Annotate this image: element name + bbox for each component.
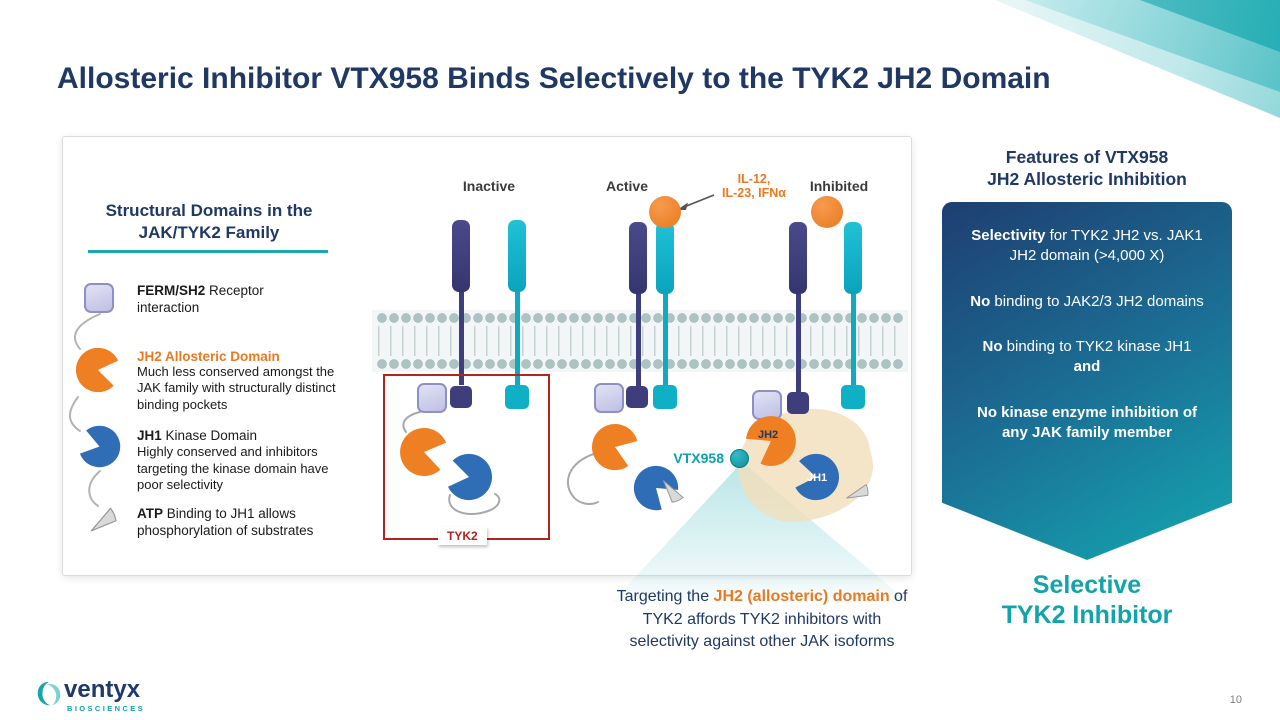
slide-title: Allosteric Inhibitor VTX958 Binds Select… (57, 62, 1051, 95)
ferm-text: Receptor interaction (137, 283, 264, 316)
vtx958-molecule-icon (730, 449, 749, 468)
feature-item-kinase: No kinase enzyme inhibition of any JAK f… (968, 403, 1206, 443)
feature-bold: No kinase enzyme inhibition of any JAK f… (976, 403, 1198, 441)
caption-pre: Targeting the (616, 588, 714, 605)
chain-curve-icon (402, 411, 421, 433)
feature-text: binding to TYK2 kinase JH1 (1002, 338, 1192, 356)
cytokine-line1: IL-12, (737, 172, 771, 186)
state-label-inactive: Inactive (462, 178, 516, 194)
logo-subtitle: BIOSCIENCES (67, 704, 146, 713)
legend-item-atp: ATP Binding to JH1 allows phosphorylatio… (137, 505, 337, 540)
diagram-caption: Targeting the JH2 (allosteric) domain of… (608, 586, 916, 654)
receptor-stem (458, 290, 464, 385)
receptor-bar-navy (789, 222, 807, 294)
caption-highlight: JH2 (allosteric) domain (713, 588, 890, 605)
legend-item-ferm: FERM/SH2 Receptor interaction (137, 282, 327, 317)
feature-bold: Selectivity (971, 227, 1046, 244)
cytokine-label: IL-12, IL-23, IFNα (712, 172, 796, 201)
receptor-bar-teal (844, 222, 862, 294)
receptor-bar-navy (629, 222, 647, 294)
receptor-bar-teal (656, 222, 674, 294)
legend-item-jh2: JH2 Allosteric Domain Much less conserve… (137, 349, 342, 413)
receptor-tail-square-navy (787, 392, 809, 414)
legend-heading-line2: JAK/TYK2 Family (138, 223, 280, 243)
state-label-inhibited: Inhibited (809, 178, 869, 194)
ferm-sh2-square (417, 383, 447, 413)
ventyx-logo-icon (37, 681, 61, 706)
jh1-domain-icon (795, 453, 840, 500)
feature-bold: No (982, 338, 1003, 356)
receptor-tail-square-navy (450, 386, 472, 408)
jh1-domain-icon (79, 425, 121, 468)
jh2-domain-icon (75, 347, 119, 393)
feature-text: binding to JAK2/3 JH2 domains (990, 292, 1204, 310)
ferm-label: FERM/SH2 (137, 283, 206, 298)
features-heading-line2: JH2 Allosteric Inhibition (987, 169, 1187, 190)
atp-text: Binding to JH1 allows phosphorylation of… (137, 506, 314, 539)
tyk2-box-label: TYK2 (438, 527, 487, 545)
feature-item-selectivity: Selectivity for TYK2 JH2 vs. JAK1 JH2 do… (968, 226, 1206, 266)
cytokine-ball-icon (649, 196, 681, 228)
selective-tyk2-inhibitor: Selective TYK2 Inhibitor (957, 570, 1217, 630)
vtx958-label: VTX958 (673, 450, 724, 466)
feature-text: for TYK2 JH2 vs. JAK1 JH2 domain (>4,000… (1009, 227, 1203, 264)
jh2-domain-icon (400, 428, 447, 476)
receptor-bar-navy (452, 220, 470, 292)
cytokine-line2: IL-23, IFNα (722, 186, 786, 201)
ferm-sh2-square (752, 390, 782, 420)
legend-heading-line1: Structural Domains in the (105, 201, 313, 220)
ferm-sh2-square (594, 383, 624, 413)
feature-bold: No (970, 292, 991, 310)
receptor-tail-square-navy (626, 386, 648, 408)
atp-icon (90, 507, 117, 532)
jh1-domain-label: JH1 (807, 472, 828, 484)
feature-item-jh1: No binding to TYK2 kinase JH1 and (968, 337, 1206, 377)
receptor-tail-square-teal (653, 385, 677, 409)
chain-curve-icon (448, 493, 501, 515)
cytokine-ball-icon (811, 196, 843, 228)
legend-item-jh1: JH1 Kinase Domain Highly conserved and i… (137, 427, 342, 493)
receptor-stem (662, 292, 668, 385)
logo-name: ventyx (64, 676, 141, 703)
legend-chain-icon (69, 313, 101, 507)
chain-curve-icon (567, 451, 601, 505)
jh2-title: JH2 Allosteric Domain (137, 349, 280, 364)
legend-underline (88, 250, 328, 253)
features-panel: Selectivity for TYK2 JH2 vs. JAK1 JH2 do… (942, 202, 1232, 560)
jh2-domain-icon (746, 416, 796, 466)
jh2-desc: Much less conserved amongst the JAK fami… (137, 364, 336, 412)
receptor-stem (795, 294, 801, 392)
receptor-stem (514, 290, 520, 385)
receptor-tail-square-teal (841, 385, 865, 409)
receptor-stem (635, 292, 641, 386)
feature-item-jak23: No binding to JAK2/3 JH2 domains (970, 292, 1203, 312)
jh2-domain-icon (591, 423, 638, 471)
receptor-stem (850, 294, 856, 386)
jh1-label: JH1 (137, 428, 162, 443)
state-label-active: Active (605, 178, 649, 194)
jh1-domain-icon (633, 465, 679, 511)
atp-icon (663, 480, 684, 503)
tyk2-highlight-box (383, 374, 550, 540)
receptor-tail-square-teal (505, 385, 529, 409)
legend-heading: Structural Domains in the JAK/TYK2 Famil… (79, 200, 339, 244)
caption-post: of TYK2 affords TYK2 inhibitors with sel… (629, 588, 908, 651)
jh2-domain-label: JH2 (758, 429, 779, 441)
footer-line1: Selective (1032, 571, 1142, 599)
ferm-sh2-icon (84, 283, 114, 313)
jh1-domain-icon (448, 453, 493, 501)
feature-bold2: and (1073, 358, 1101, 376)
atp-label: ATP (137, 506, 163, 521)
features-heading-line1: Features of VTX958 (1005, 147, 1169, 167)
jh1-desc: Highly conserved and inhibitors targetin… (137, 444, 329, 493)
atp-icon (846, 484, 869, 499)
receptor-bar-teal (508, 220, 526, 292)
footer-line2: TYK2 Inhibitor (1001, 601, 1173, 629)
page-number: 10 (1229, 694, 1242, 706)
jh1-title-rest: Kinase Domain (161, 428, 258, 443)
features-heading: Features of VTX958 JH2 Allosteric Inhibi… (955, 146, 1219, 191)
